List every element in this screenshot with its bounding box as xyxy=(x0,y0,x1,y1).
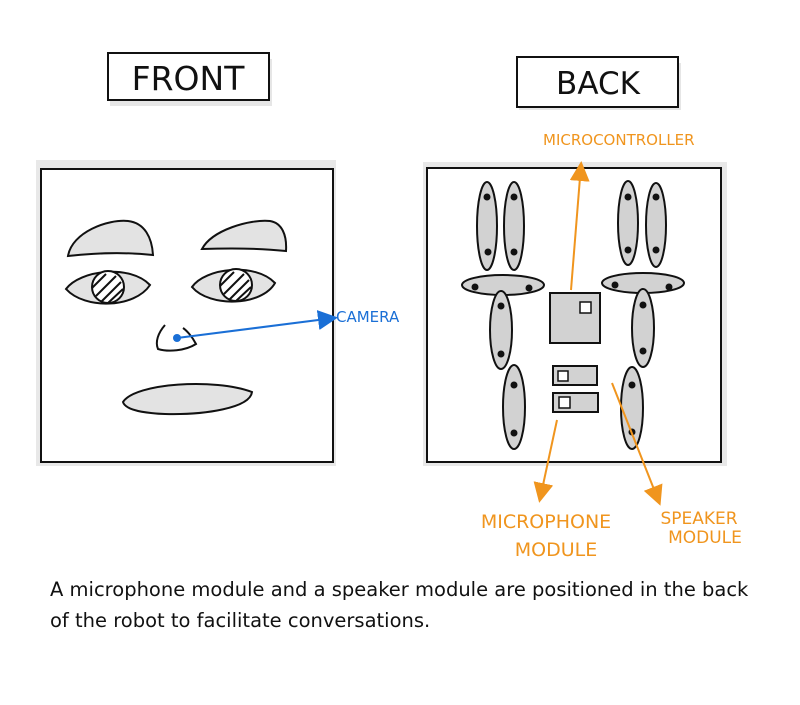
nose xyxy=(155,324,198,352)
speaker-label-line2: MODULE xyxy=(668,528,742,548)
back-title: BACK xyxy=(556,66,641,102)
back-title-box: BACK xyxy=(516,56,681,110)
back-panel xyxy=(423,162,727,466)
microcontroller-label: MICROCONTROLLER xyxy=(543,131,695,149)
right-eye xyxy=(190,268,277,303)
microphone-label-line1: MICROPHONE xyxy=(481,511,611,533)
front-panel xyxy=(36,160,336,466)
speaker-arrow xyxy=(611,382,663,506)
front-title: FRONT xyxy=(132,59,246,98)
diagram-caption: A microphone module and a speaker module… xyxy=(50,578,749,632)
left-eyebrow xyxy=(66,219,155,258)
back-motors xyxy=(461,180,685,450)
left-eye xyxy=(64,270,152,305)
right-eyebrow xyxy=(200,219,288,253)
microphone-arrow xyxy=(533,419,558,503)
microphone-module-box xyxy=(552,365,598,386)
camera-label: CAMERA xyxy=(336,308,400,326)
mouth xyxy=(121,383,254,416)
speaker-label-line1: SPEAKER xyxy=(660,509,737,529)
microphone-label-line2: MODULE xyxy=(515,539,597,561)
speaker-module-box xyxy=(552,392,599,413)
front-title-box: FRONT xyxy=(107,52,272,106)
microcontroller-arrow xyxy=(569,161,590,291)
microcontroller-chip xyxy=(549,292,601,344)
motor-screws xyxy=(471,193,673,437)
camera-arrow xyxy=(176,310,338,339)
